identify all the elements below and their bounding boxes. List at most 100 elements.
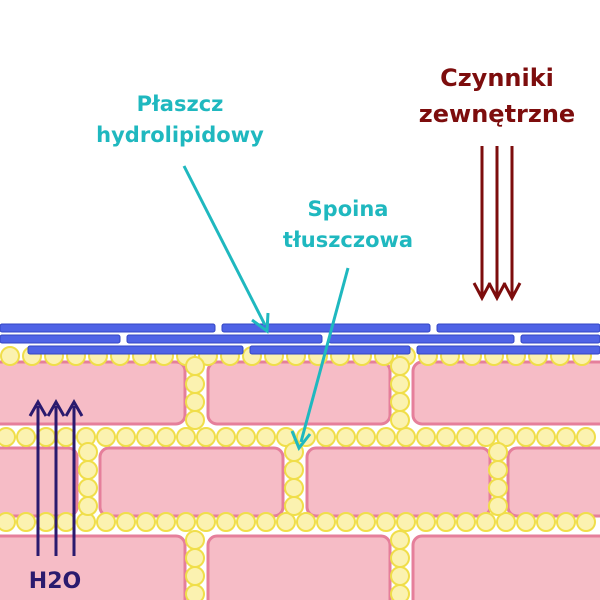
lipid-sphere-54 bbox=[516, 427, 536, 447]
lipid-label-line1: Spoina bbox=[308, 197, 389, 221]
film-bar-4 bbox=[0, 334, 121, 344]
skin-cell-9 bbox=[206, 534, 392, 600]
lipid-sphere-50 bbox=[436, 427, 456, 447]
lipid-sphere-56 bbox=[556, 427, 576, 447]
film-bar-2 bbox=[221, 323, 431, 333]
lipid-sphere-58 bbox=[0, 512, 16, 532]
lipid-sphere-114 bbox=[390, 566, 410, 586]
lipid-sphere-49 bbox=[416, 427, 436, 447]
lipid-sphere-103 bbox=[284, 496, 304, 516]
lipid-sphere-31 bbox=[56, 427, 76, 447]
lipid-sphere-99 bbox=[78, 496, 98, 516]
lipid-sphere-73 bbox=[296, 512, 316, 532]
hydrolipid-label-line2: hydrolipidowy bbox=[96, 123, 264, 147]
lipid-sphere-28 bbox=[0, 427, 16, 447]
film-bar-9 bbox=[249, 345, 411, 355]
skin-cell-3 bbox=[411, 360, 600, 426]
lipid-sphere-72 bbox=[276, 512, 296, 532]
lipid-sphere-84 bbox=[516, 512, 536, 532]
lipid-sphere-104 bbox=[488, 442, 508, 462]
lipid-sphere-78 bbox=[396, 512, 416, 532]
lipid-sphere-29 bbox=[16, 427, 36, 447]
external-factors-arrows bbox=[472, 146, 522, 302]
lipid-sphere-87 bbox=[576, 512, 596, 532]
lipid-sphere-60 bbox=[36, 512, 56, 532]
external-factors-label-line1: Czynniki bbox=[440, 64, 554, 92]
lipid-sphere-112 bbox=[390, 530, 410, 550]
skin-cell-1 bbox=[0, 360, 187, 426]
lipid-sphere-65 bbox=[136, 512, 156, 532]
lipid-sphere-83 bbox=[496, 512, 516, 532]
water-arrowhead-3 bbox=[64, 398, 84, 417]
lipid-sphere-91 bbox=[185, 410, 205, 430]
lipid-sphere-61 bbox=[56, 512, 76, 532]
film-bar-5 bbox=[126, 334, 323, 344]
lipid-sphere-105 bbox=[488, 460, 508, 480]
lipid-sphere-81 bbox=[456, 512, 476, 532]
hydrolipid-pointer-head bbox=[251, 312, 270, 334]
skin-cell-2 bbox=[206, 360, 392, 426]
lipid-sphere-85 bbox=[536, 512, 556, 532]
lipid-sphere-92 bbox=[390, 356, 410, 376]
lipid-sphere-34 bbox=[116, 427, 136, 447]
lipid-sphere-46 bbox=[356, 427, 376, 447]
lipid-sphere-1 bbox=[0, 346, 20, 366]
lipid-sphere-52 bbox=[476, 427, 496, 447]
lipid-sphere-38 bbox=[196, 427, 216, 447]
lipid-sphere-115 bbox=[390, 584, 410, 600]
lipid-sphere-88 bbox=[185, 356, 205, 376]
skin-cell-5 bbox=[98, 446, 285, 518]
lipid-sphere-70 bbox=[236, 512, 256, 532]
lipid-sphere-79 bbox=[416, 512, 436, 532]
lipid-sphere-98 bbox=[78, 478, 98, 498]
hydrolipid-label-line1: Płaszcz bbox=[137, 92, 224, 116]
hydrolipid-pointer bbox=[182, 165, 267, 326]
lipid-sphere-45 bbox=[336, 427, 356, 447]
film-bar-1 bbox=[0, 323, 216, 333]
lipid-sphere-59 bbox=[16, 512, 36, 532]
lipid-sphere-64 bbox=[116, 512, 136, 532]
film-bar-8 bbox=[27, 345, 244, 355]
lipid-sphere-82 bbox=[476, 512, 496, 532]
lipid-sphere-40 bbox=[236, 427, 256, 447]
water-label: H2O bbox=[29, 569, 81, 594]
film-bar-7 bbox=[520, 334, 600, 344]
lipid-sphere-66 bbox=[156, 512, 176, 532]
lipid-sphere-30 bbox=[36, 427, 56, 447]
lipid-sphere-89 bbox=[185, 374, 205, 394]
lipid-sphere-39 bbox=[216, 427, 236, 447]
lipid-label-line2: tłuszczowa bbox=[283, 228, 413, 252]
lipid-sphere-108 bbox=[185, 530, 205, 550]
external-arrowhead-3 bbox=[502, 282, 522, 302]
lipid-pointer bbox=[299, 267, 350, 443]
lipid-sphere-102 bbox=[284, 478, 304, 498]
lipid-sphere-67 bbox=[176, 512, 196, 532]
lipid-sphere-57 bbox=[576, 427, 596, 447]
lipid-sphere-44 bbox=[316, 427, 336, 447]
lipid-sphere-95 bbox=[390, 410, 410, 430]
film-bar-3 bbox=[436, 323, 600, 333]
lipid-sphere-63 bbox=[96, 512, 116, 532]
lipid-sphere-86 bbox=[556, 512, 576, 532]
lipid-sphere-48 bbox=[396, 427, 416, 447]
lipid-cement-layer bbox=[0, 346, 596, 600]
skin-cell-10 bbox=[411, 534, 600, 600]
lipid-sphere-94 bbox=[390, 392, 410, 412]
lipid-sphere-36 bbox=[156, 427, 176, 447]
lipid-pointer-head bbox=[290, 430, 312, 451]
lipid-sphere-69 bbox=[216, 512, 236, 532]
skin-cell-7 bbox=[506, 446, 600, 518]
lipid-sphere-97 bbox=[78, 460, 98, 480]
lipid-sphere-80 bbox=[436, 512, 456, 532]
lipid-sphere-75 bbox=[336, 512, 356, 532]
water-arrowhead-1 bbox=[28, 398, 48, 417]
pointer-arrows bbox=[182, 165, 350, 451]
lipid-sphere-111 bbox=[185, 584, 205, 600]
lipid-sphere-77 bbox=[376, 512, 396, 532]
lipid-sphere-90 bbox=[185, 392, 205, 412]
lipid-sphere-106 bbox=[488, 478, 508, 498]
external-arrowhead-2 bbox=[487, 282, 507, 302]
external-arrowhead-1 bbox=[472, 282, 492, 302]
lipid-sphere-76 bbox=[356, 512, 376, 532]
